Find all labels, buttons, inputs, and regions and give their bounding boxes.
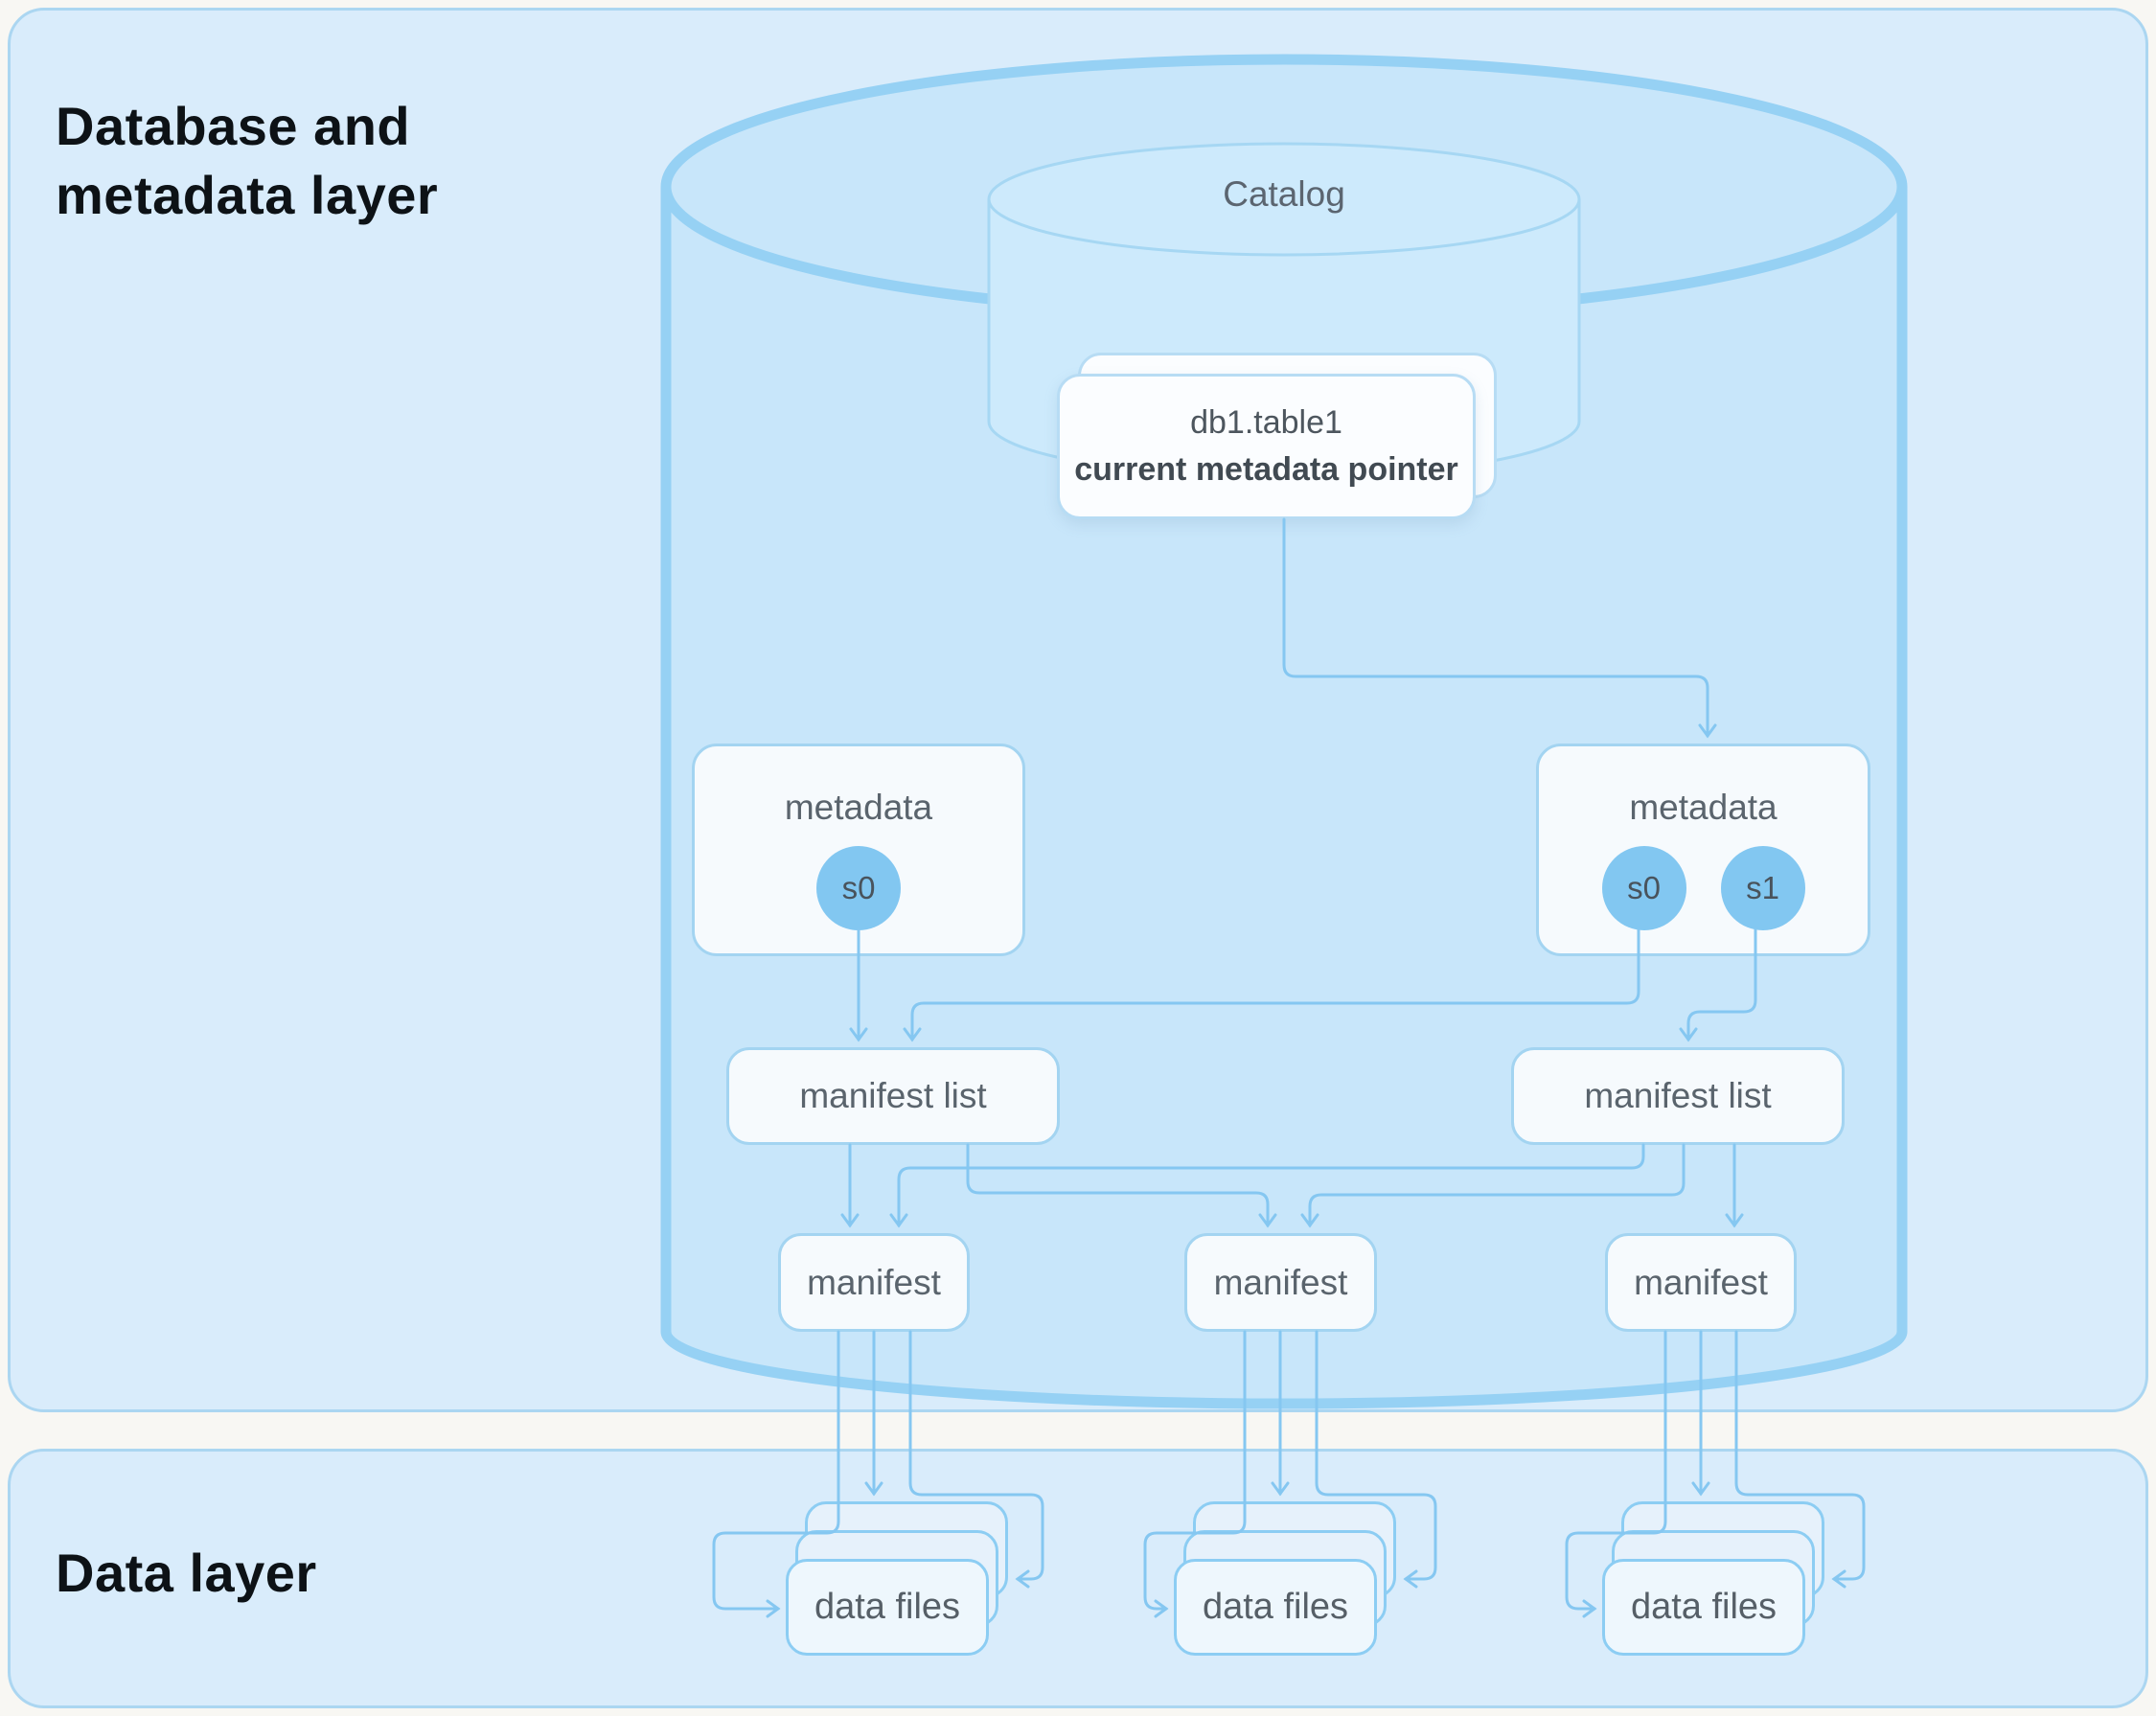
snapshot-s0-badge: s0 bbox=[1601, 846, 1686, 930]
metadata-label: metadata bbox=[1629, 788, 1778, 827]
manifest-list-right: manifest list bbox=[1511, 1047, 1845, 1145]
manifest-left: manifest bbox=[778, 1233, 970, 1332]
metadata-file-right: metadata s0 s1 bbox=[1536, 744, 1870, 956]
manifest-list-label: manifest list bbox=[1584, 1076, 1772, 1115]
data-files-middle: data files bbox=[1174, 1559, 1377, 1656]
manifest-list-left: manifest list bbox=[726, 1047, 1060, 1145]
table-identifier: db1.table1 bbox=[1190, 404, 1342, 441]
manifest-middle: manifest bbox=[1184, 1233, 1377, 1332]
manifest-list-label: manifest list bbox=[799, 1076, 987, 1115]
data-files-label: data files bbox=[1630, 1587, 1778, 1627]
catalog-cylinder-top bbox=[987, 142, 1581, 257]
snapshot-s0-badge: s0 bbox=[816, 846, 901, 930]
data-files-label: data files bbox=[814, 1587, 961, 1627]
catalog-label: Catalog bbox=[1223, 174, 1345, 214]
data-files-label: data files bbox=[1202, 1587, 1349, 1627]
metadata-pointer-card: db1.table1 current metadata pointer bbox=[1057, 374, 1476, 519]
manifest-label: manifest bbox=[1213, 1262, 1348, 1302]
metadata-label: metadata bbox=[784, 788, 933, 827]
data-files-right: data files bbox=[1602, 1559, 1805, 1656]
metadata-layer-title: Database and metadata layer bbox=[56, 95, 439, 225]
data-files-left: data files bbox=[786, 1559, 989, 1656]
snapshot-s1-badge: s1 bbox=[1720, 846, 1805, 930]
current-metadata-pointer-label: current metadata pointer bbox=[1074, 451, 1458, 488]
manifest-label: manifest bbox=[807, 1262, 941, 1302]
manifest-right: manifest bbox=[1605, 1233, 1797, 1332]
manifest-label: manifest bbox=[1634, 1262, 1768, 1302]
data-layer-title: Data layer bbox=[56, 1542, 317, 1603]
metadata-file-left: metadata s0 bbox=[692, 744, 1025, 956]
